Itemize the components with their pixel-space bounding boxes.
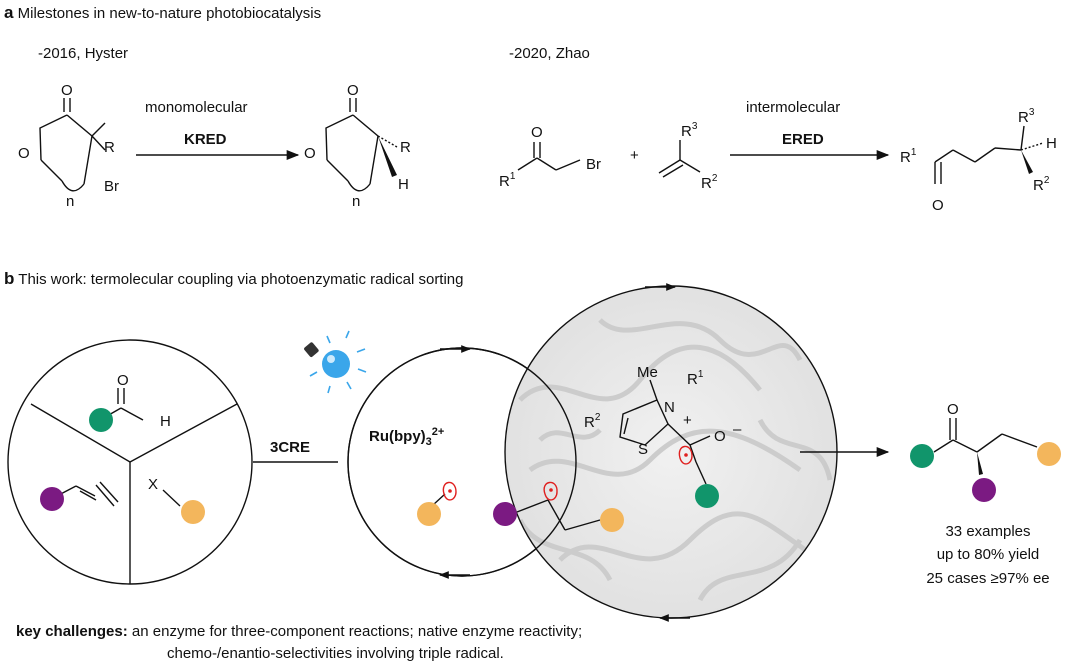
atom-o-ring-product: O (304, 145, 316, 162)
atom-s-thiazolium: S (638, 441, 648, 458)
alkyl-radical-chain (493, 481, 624, 532)
result-ee: 25 cases ≥97% ee (926, 570, 1050, 587)
atom-o-carbonyl: O (61, 82, 73, 99)
atom-n-thiazolium: N (664, 399, 675, 416)
alkyl-radical-orange (417, 481, 457, 526)
atom-h-aldehyde: H (160, 413, 171, 430)
key-challenges-label: key challenges: (16, 623, 128, 640)
key-challenges-text2: chemo-/enantio-selectivities involving t… (167, 645, 504, 662)
atom-r1-ketone: R1 (499, 171, 516, 190)
atom-o-final-product: O (947, 401, 959, 418)
orange-ball-halide (181, 500, 205, 524)
atom-r2-product: R2 (1033, 175, 1050, 194)
plus-sign: + (630, 147, 639, 164)
panel-a-title: Milestones in new-to-nature photobiocata… (17, 5, 322, 22)
atom-o-carbonyl-product: O (347, 82, 359, 99)
atom-r-product: R (400, 139, 411, 156)
plus-charge: + (683, 412, 692, 429)
3cre-label: 3CRE (270, 439, 311, 456)
atom-br-ketone: Br (586, 156, 601, 173)
atom-o-ketone: O (531, 124, 543, 141)
minus-charge: – (733, 421, 742, 438)
green-ball-aldehyde (89, 408, 113, 432)
alkene-molecule: R3 R2 (658, 121, 718, 192)
atom-h-product: H (398, 176, 409, 193)
atom-o-ring: O (18, 145, 30, 162)
light-bulb-icon (304, 330, 367, 394)
atom-r3-alkene: R3 (681, 121, 698, 140)
atom-o-aldehyde: O (117, 372, 129, 389)
panel-b-letter: b (4, 269, 15, 288)
ered-label: ERED (782, 131, 824, 148)
hyster-product-molecule: O O R H n (304, 82, 411, 210)
zhao-year-label: -2020, Zhao (509, 45, 590, 62)
atom-r3-product: R3 (1018, 107, 1035, 126)
intermolecular-label: intermolecular (746, 99, 841, 116)
zhao-product-molecule: R1 O R3 H R2 (900, 107, 1057, 214)
ru-catalyst-label: Ru(bpy)32+ (369, 427, 444, 448)
panel-b-heading: b This work: termolecular coupling via p… (4, 270, 464, 287)
atom-o-alkoxide: O (714, 428, 726, 445)
purple-ball-alkene (40, 487, 64, 511)
atom-r2-thiazolium: R2 (584, 412, 601, 431)
atom-o-product: O (932, 197, 944, 214)
hyster-year-label: -2016, Hyster (38, 45, 129, 62)
panel-a-heading: a Milestones in new-to-nature photobioca… (4, 4, 321, 21)
atom-n: n (66, 193, 74, 210)
photocatalyst-cycle-outline (347, 347, 577, 577)
atom-x-halide: X (148, 476, 158, 493)
atom-me: Me (637, 364, 658, 381)
result-examples: 33 examples (945, 523, 1031, 540)
key-challenges-text1: an enzyme for three-component reactions;… (131, 623, 583, 640)
kred-label: KRED (184, 131, 227, 148)
ru-catalyst-base: Ru(bpy) (369, 428, 426, 445)
atom-n-product: n (352, 193, 360, 210)
radical-orbital-ketyl (678, 445, 693, 465)
atom-r: R (104, 139, 115, 156)
thiazolium-structure: Me N R1 + R2 S O – (584, 364, 742, 508)
atom-r2-alkene: R2 (701, 173, 718, 192)
monomolecular-label: monomolecular (145, 99, 248, 116)
key-challenges-line1: key challenges: an enzyme for three-comp… (16, 624, 582, 639)
atom-r1-thiazolium: R1 (687, 369, 704, 388)
panel-b-title: This work: termolecular coupling via pho… (18, 271, 464, 288)
enzyme-circle (504, 283, 838, 622)
atom-r1-product: R1 (900, 147, 917, 166)
bromoketone-molecule: O Br R1 (499, 124, 601, 190)
result-yield: up to 80% yield (936, 546, 1040, 563)
components-circle: O H X (7, 339, 253, 585)
final-product-molecule: O (910, 401, 1061, 502)
atom-br: Br (104, 178, 119, 195)
panel-a-letter: a (4, 3, 14, 22)
ru-catalyst-sub: 3 (425, 436, 432, 448)
hyster-substrate-molecule: O O R Br n (18, 82, 119, 210)
ru-catalyst-sup: 2+ (431, 426, 445, 438)
green-ball-breslow (695, 484, 719, 508)
atom-h-zhao-product: H (1046, 135, 1057, 152)
